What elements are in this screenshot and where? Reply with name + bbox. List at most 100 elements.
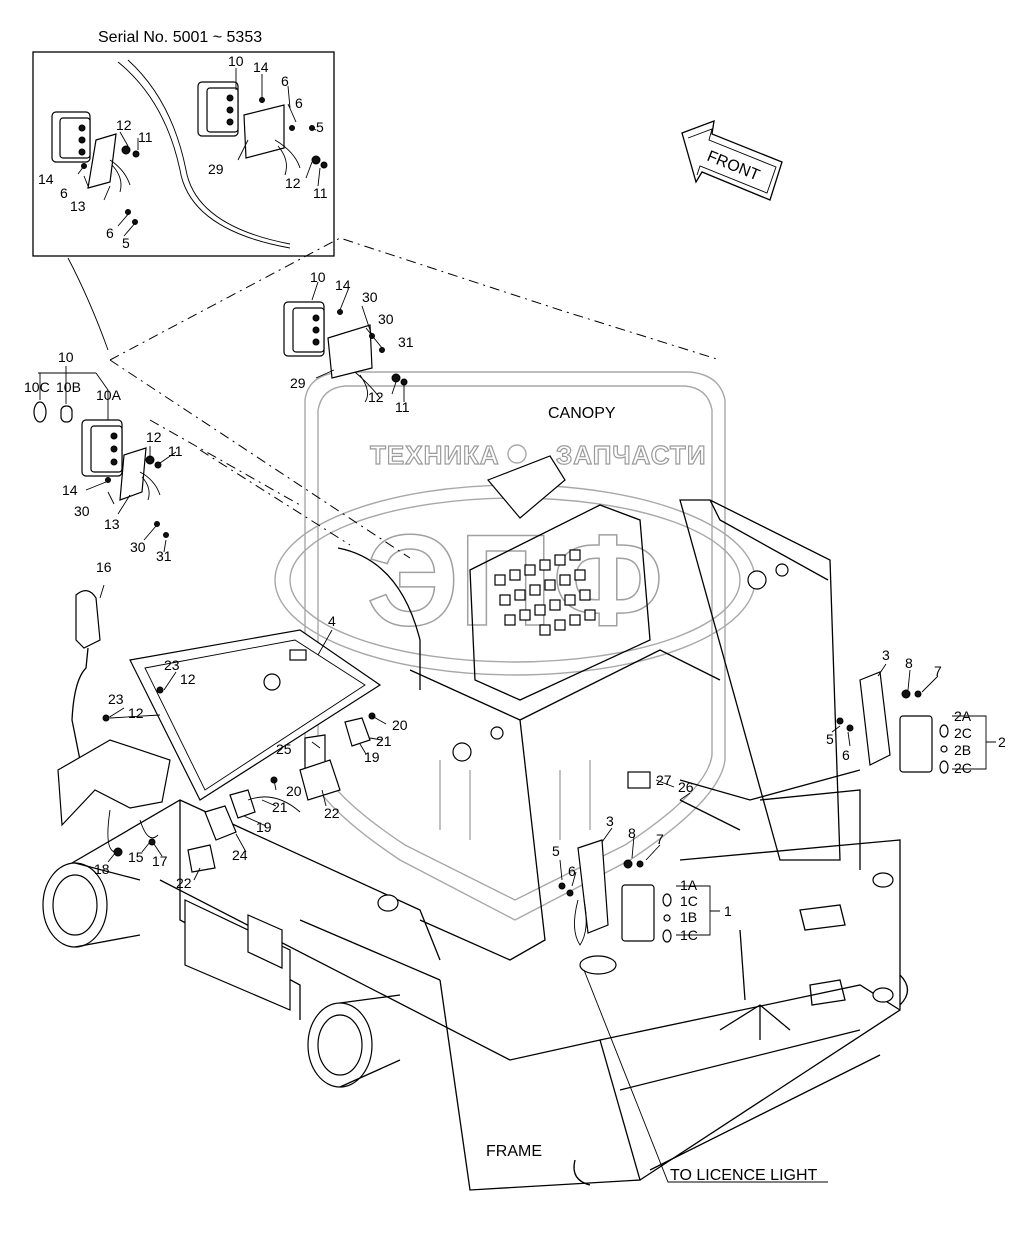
callout-6: 6 — [842, 747, 850, 763]
right-lamp-2 — [836, 671, 949, 774]
callout-31: 31 — [398, 334, 414, 350]
center-lamp-1 — [558, 771, 672, 946]
callout-11: 11 — [168, 443, 183, 459]
callout-30: 30 — [378, 311, 394, 327]
watermark: ТЕХНИКА ЗАПЧАСТИ ЭПФ — [274, 371, 756, 921]
callout-10: 10 — [228, 53, 244, 69]
bulb-10B-icon — [60, 405, 73, 423]
callout-21: 21 — [376, 733, 392, 749]
canopy-label: CANOPY — [548, 405, 616, 422]
callout-22: 22 — [176, 875, 192, 891]
callout-1C: 1C — [680, 893, 698, 909]
callout-12: 12 — [180, 671, 196, 687]
callout-3: 3 — [606, 813, 614, 829]
callout-11: 11 — [395, 399, 410, 415]
callout-4: 4 — [328, 613, 336, 629]
callout-30: 30 — [362, 289, 378, 305]
callout-31: 31 — [156, 548, 172, 564]
callout-14: 14 — [38, 171, 54, 187]
callout-2: 2 — [998, 734, 1006, 750]
lever-bracket-assembly — [57, 590, 382, 873]
serial-inset — [32, 51, 335, 257]
callout-30: 30 — [130, 539, 146, 555]
inset-title: Serial No. 5001 ~ 5353 — [98, 29, 262, 46]
callout-12: 12 — [285, 175, 301, 191]
callout-23: 23 — [108, 691, 124, 707]
gear-icon — [507, 444, 527, 464]
callout-13: 13 — [104, 516, 120, 532]
callout-6: 6 — [568, 863, 576, 879]
callout-12: 12 — [128, 705, 144, 721]
left-lamp-assembly — [33, 401, 169, 538]
callout-16: 16 — [96, 559, 112, 575]
callout-10B: 10B — [56, 379, 81, 395]
callout-14: 14 — [335, 277, 351, 293]
callout-5: 5 — [316, 119, 324, 135]
joystick-16 — [75, 590, 101, 649]
callout-7: 7 — [656, 831, 664, 847]
callout-14: 14 — [62, 482, 78, 498]
callout-1: 1 — [724, 903, 732, 919]
labels: Serial No. 5001 ~ 5353 CANOPY FRAME TO L… — [24, 29, 1006, 1184]
callout-14: 14 — [253, 59, 269, 75]
inset-lamp-left — [51, 111, 131, 193]
callout-18: 18 — [94, 861, 110, 877]
callout-12: 12 — [146, 429, 162, 445]
leader-lines — [38, 68, 996, 1183]
callout-5: 5 — [826, 731, 834, 747]
callout-7: 7 — [934, 663, 942, 679]
wheel-hub-left — [42, 862, 141, 948]
callout-1A: 1A — [680, 877, 698, 893]
machine-body — [42, 237, 909, 1191]
callout-23: 23 — [164, 657, 180, 673]
grille — [494, 549, 596, 636]
bulb-10C-icon — [33, 401, 47, 423]
callout-29: 29 — [290, 375, 306, 391]
callout-29: 29 — [208, 161, 224, 177]
callout-5: 5 — [122, 235, 130, 251]
callout-11: 11 — [313, 185, 328, 201]
watermark-text-left: ТЕХНИКА — [370, 440, 500, 470]
callout-27: 27 — [656, 772, 672, 788]
top-lamp-assembly — [283, 301, 408, 403]
callout-19: 19 — [364, 749, 380, 765]
callout-13: 13 — [70, 198, 86, 214]
callout-17: 17 — [152, 853, 168, 869]
callout-22: 22 — [324, 805, 340, 821]
callout-2A: 2A — [954, 708, 972, 724]
callout-2C: 2C — [954, 725, 972, 741]
callout-8: 8 — [628, 825, 636, 841]
callout-20: 20 — [286, 783, 302, 799]
callout-12: 12 — [368, 389, 384, 405]
callout-12: 12 — [116, 117, 132, 133]
callout-2B: 2B — [954, 742, 971, 758]
callout-21: 21 — [272, 799, 288, 815]
front-arrow: FRONT — [681, 120, 783, 201]
callout-10: 10 — [58, 349, 74, 365]
callout-19: 19 — [256, 819, 272, 835]
watermark-text-right: ЗАПЧАСТИ — [556, 440, 707, 470]
callout-6: 6 — [106, 225, 114, 241]
callout-3: 3 — [882, 647, 890, 663]
callout-10: 10 — [310, 269, 326, 285]
callout-6: 6 — [295, 95, 303, 111]
callout-6: 6 — [60, 185, 68, 201]
callout-24: 24 — [232, 847, 248, 863]
callout-20: 20 — [392, 717, 408, 733]
callout-15: 15 — [128, 849, 144, 865]
licence-light-label: TO LICENCE LIGHT — [670, 1167, 818, 1184]
callout-11: 11 — [138, 129, 153, 145]
callout-2C: 2C — [954, 760, 972, 776]
callout-25: 25 — [276, 741, 292, 757]
callout-1B: 1B — [680, 909, 697, 925]
inset-lamp-right — [197, 81, 301, 176]
wheel-hub-right — [307, 994, 401, 1088]
callout-10C: 10C — [24, 379, 50, 395]
callout-1C: 1C — [680, 927, 698, 943]
callout-6: 6 — [281, 73, 289, 89]
frame-label: FRAME — [486, 1143, 542, 1160]
callout-30: 30 — [74, 503, 90, 519]
callout-5: 5 — [552, 843, 560, 859]
callout-8: 8 — [905, 655, 913, 671]
